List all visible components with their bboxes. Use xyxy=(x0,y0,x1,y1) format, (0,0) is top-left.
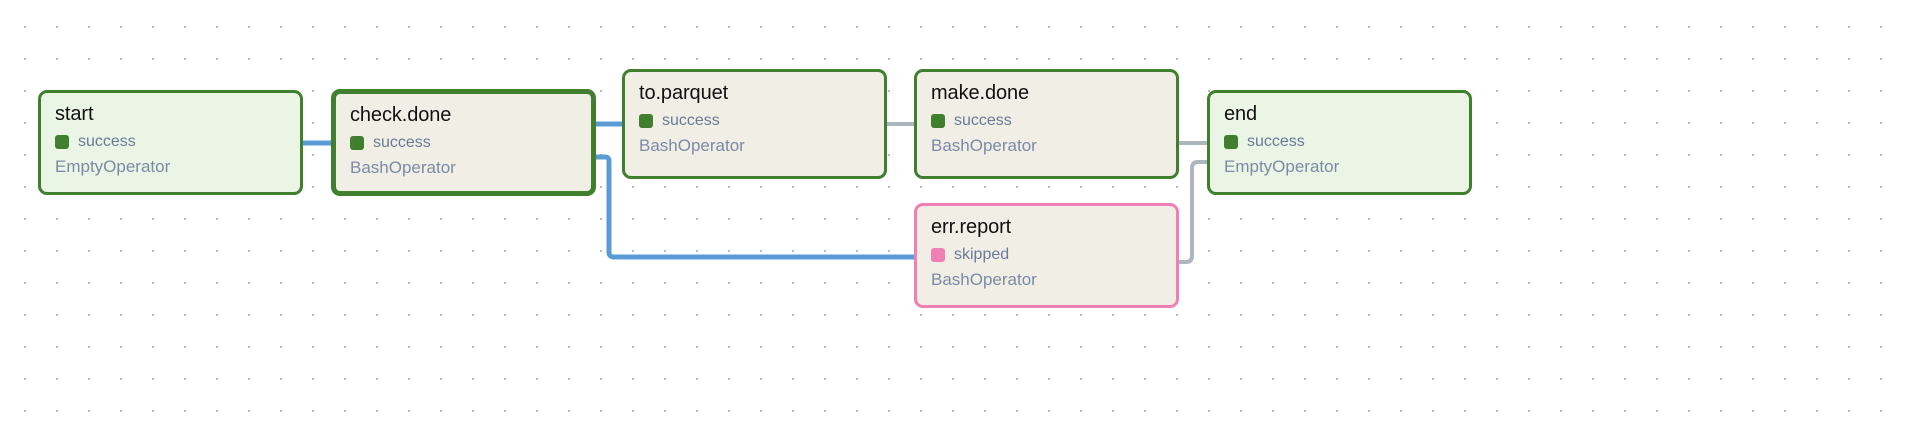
node-state-row: success xyxy=(55,133,286,151)
node-title: check.done xyxy=(350,104,452,126)
node-state-row: success xyxy=(931,112,1162,130)
status-skipped-icon xyxy=(931,248,945,262)
dag-node-to-parquet[interactable]: to.parquet success BashOperator xyxy=(622,69,887,179)
dag-node-check-done[interactable]: check.done success BashOperator xyxy=(331,89,596,196)
node-title: start xyxy=(55,103,94,125)
node-operator-label: BashOperator xyxy=(350,158,456,177)
node-state-label: success xyxy=(662,112,720,129)
node-operator-label: BashOperator xyxy=(931,136,1037,155)
status-success-icon xyxy=(55,135,69,149)
dag-node-start[interactable]: start success EmptyOperator xyxy=(38,90,303,195)
dag-node-end[interactable]: end success EmptyOperator xyxy=(1207,90,1472,195)
node-title: end xyxy=(1224,103,1258,125)
node-operator-label: EmptyOperator xyxy=(1224,157,1340,176)
node-state-row: success xyxy=(1224,133,1455,151)
node-state-label: success xyxy=(954,112,1012,129)
node-state-row: success xyxy=(350,134,577,152)
status-success-icon xyxy=(350,136,364,150)
dag-node-err-report[interactable]: err.report skipped BashOperator xyxy=(914,203,1179,308)
node-state-label: skipped xyxy=(954,246,1010,263)
node-operator-label: BashOperator xyxy=(639,136,745,155)
node-title: err.report xyxy=(931,216,1012,238)
dag-node-make-done[interactable]: make.done success BashOperator xyxy=(914,69,1179,179)
edge-err-report-to-end xyxy=(1179,160,1207,264)
status-success-icon xyxy=(639,114,653,128)
node-state-label: success xyxy=(78,133,136,150)
status-success-icon xyxy=(1224,135,1238,149)
status-success-icon xyxy=(931,114,945,128)
node-state-label: success xyxy=(1247,133,1305,150)
node-title: to.parquet xyxy=(639,82,729,104)
node-state-row: skipped xyxy=(931,246,1162,264)
node-operator-label: EmptyOperator xyxy=(55,157,171,176)
node-state-label: success xyxy=(373,134,431,151)
node-title: make.done xyxy=(931,82,1030,104)
node-operator-label: BashOperator xyxy=(931,270,1037,289)
node-state-row: success xyxy=(639,112,870,130)
